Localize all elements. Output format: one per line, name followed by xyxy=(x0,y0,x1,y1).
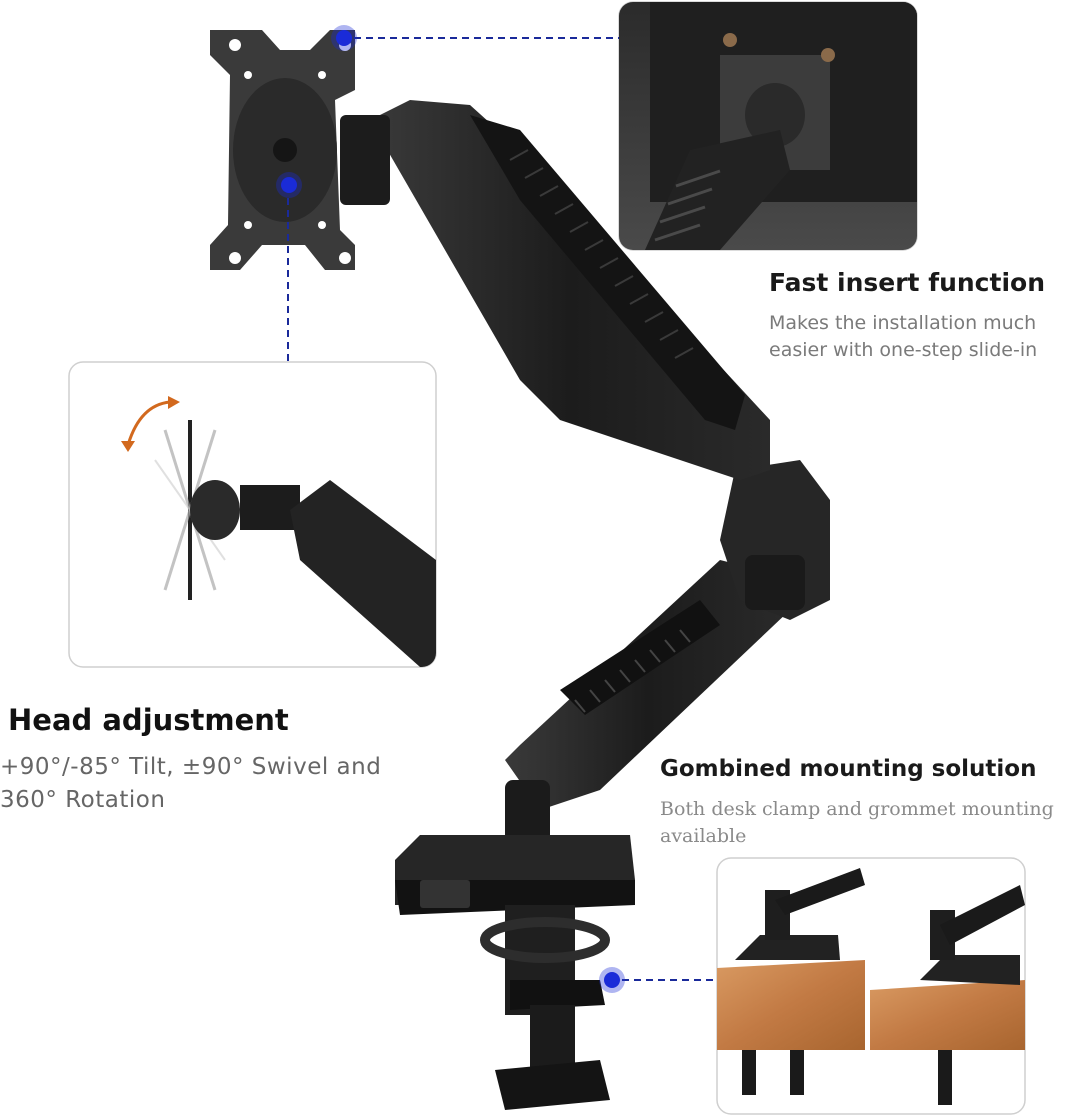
mounting-description: Both desk clamp and grommet mounting ava… xyxy=(660,798,1054,847)
mounting-title: Gombined mounting solution xyxy=(660,756,1037,782)
head-adjustment-title: Head adjustment xyxy=(8,703,289,737)
fast-insert-inset xyxy=(618,1,918,251)
head-adjustment-inset xyxy=(68,361,437,668)
fast-insert-title: Fast insert function xyxy=(769,268,1045,297)
fast-insert-description: Makes the installation much easier with … xyxy=(769,312,1038,361)
callout-dots xyxy=(276,25,625,993)
monitor-arm xyxy=(210,30,830,1110)
rotation-arrow-icon xyxy=(126,400,171,446)
head-adjustment-description: +90°/-85° Tilt, ±90° Swivel and 360° Rot… xyxy=(0,751,470,817)
mounting-inset xyxy=(716,857,1026,1115)
head-adjustment-line-2: 360° Rotation xyxy=(0,787,166,813)
leader-lines xyxy=(287,37,717,981)
head-adjustment-line-1: +90°/-85° Tilt, ±90° Swivel and xyxy=(0,754,382,780)
